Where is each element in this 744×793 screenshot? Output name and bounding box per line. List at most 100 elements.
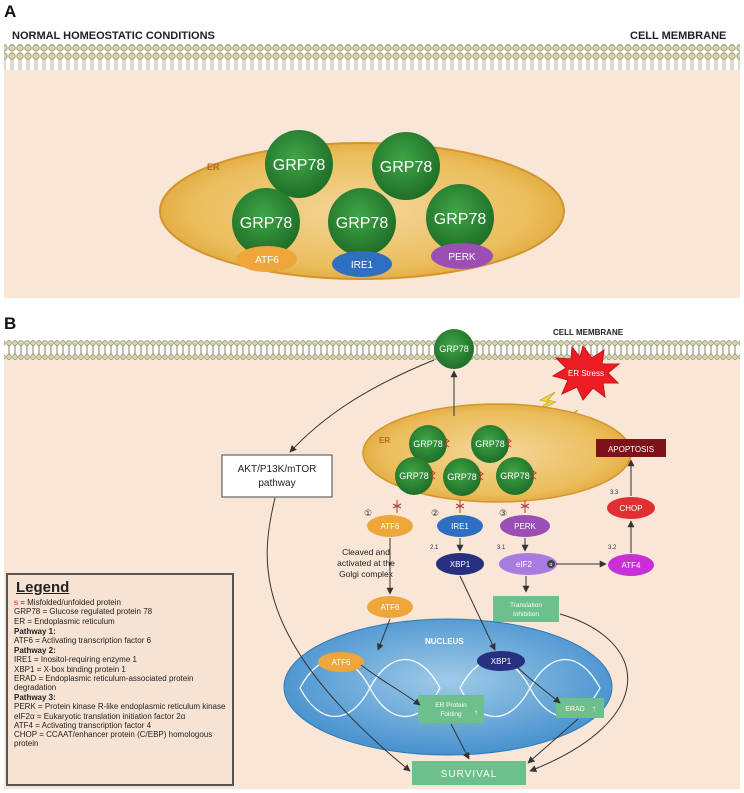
pathway-arrows: [266, 359, 635, 772]
panel-a-title: NORMAL HOMEOSTATIC CONDITIONS: [12, 30, 215, 42]
svg-text:GRP78: GRP78: [439, 344, 469, 354]
panel-b-grp78-4: GRP78: [443, 458, 484, 496]
svg-text:IRE1: IRE1: [451, 522, 469, 531]
legend-atf4: ATF4 = Activating transcription factor 4: [14, 720, 152, 730]
svg-text:ER Stress: ER Stress: [568, 369, 604, 378]
panel-b-cell-membrane: [4, 340, 740, 360]
svg-text:GRP78: GRP78: [380, 159, 433, 176]
legend-eif2: eIF2α = Eukaryotic translation initiatio…: [14, 711, 186, 721]
svg-text:ER Protein: ER Protein: [435, 702, 467, 709]
step-3-label: ③: [499, 508, 507, 518]
svg-text:XBP1: XBP1: [491, 657, 512, 666]
panel-b-grp78-free: GRP78: [434, 329, 474, 369]
step-3-1-label: 3.1: [497, 545, 506, 551]
svg-text:GRP78: GRP78: [447, 472, 477, 482]
step-1-label: ①: [364, 508, 372, 518]
panel-a-grp78-4: GRP78: [328, 188, 396, 256]
nucleus-label: NUCLEUS: [425, 637, 464, 646]
xbp1-nuclear-node: XBP1: [477, 651, 525, 671]
ire1-node: IRE1: [437, 515, 483, 537]
svg-text:GRP78: GRP78: [399, 471, 429, 481]
legend-atf6: ATF6 = Activating transcription factor 6: [14, 636, 152, 646]
legend-pathway-1: Pathway 1:: [14, 626, 56, 636]
atf6-nuclear-node: ATF6: [318, 652, 364, 672]
xbp1-node: XBP1: [436, 553, 484, 575]
phosphate-badge: α: [550, 562, 553, 568]
panel-a-grp78-2: GRP78: [372, 132, 440, 200]
svg-text:Inhibition: Inhibition: [513, 611, 539, 618]
akt-pathway-box: AKT/P13K/mTOR pathway: [221, 454, 333, 498]
legend-perk: PERK = Protein kinase R-like endoplasmic…: [14, 702, 226, 712]
panel-b-grp78-3: GRP78: [395, 457, 436, 495]
svg-text:ATF6: ATF6: [381, 522, 401, 531]
nucleus: [283, 618, 613, 756]
svg-text:GRP78: GRP78: [434, 211, 487, 228]
panel-a-membrane-label: CELL MEMBRANE: [630, 30, 726, 42]
panel-a-grp78-3: GRP78: [232, 188, 300, 256]
svg-text:GRP78: GRP78: [500, 471, 530, 481]
er-protein-folding-box: ER Protein Folding ↑: [418, 695, 484, 723]
panel-a-cell-membrane: [4, 44, 740, 70]
panel-a-perk: PERK: [431, 243, 493, 269]
legend-title: Legend: [16, 579, 70, 596]
legend-er: ER = Endoplasmic reticulum: [14, 616, 115, 626]
svg-text:pathway: pathway: [258, 478, 295, 489]
panel-a-ire1: IRE1: [332, 251, 392, 277]
svg-text:IRE1: IRE1: [351, 260, 374, 271]
misfolded-protein-icon: ᵴ: [14, 598, 18, 608]
legend-grp78: GRP78 = Glucose regulated protein 78: [14, 607, 153, 617]
atf6-node: ATF6: [367, 515, 413, 537]
svg-text:Translation: Translation: [510, 602, 542, 609]
up-arrow-icon: ↑: [592, 704, 596, 713]
dissociation-marks: [392, 500, 530, 513]
panel-a-grp78-5: GRP78: [426, 184, 494, 252]
legend-erad: ERAD = Endoplasmic reticulum-associated …: [14, 673, 194, 693]
step-2-label: ②: [431, 508, 439, 518]
legend-pathway-3: Pathway 3:: [14, 693, 56, 703]
svg-text:GRP78: GRP78: [273, 157, 326, 174]
eif2-node: eIF2 α: [499, 553, 557, 575]
svg-text:ERAD: ERAD: [565, 706, 584, 713]
panel-b-grp78-5: GRP78: [496, 457, 537, 495]
svg-text:eIF2: eIF2: [516, 560, 533, 569]
svg-text:GRP78: GRP78: [336, 215, 389, 232]
legend-pathway-2: Pathway 2:: [14, 646, 56, 656]
cleaved-text-3: Golgi complex: [339, 569, 394, 579]
legend-box: Legend ᵴ = Misfolded/unfolded protein GR…: [6, 573, 234, 786]
panel-b-grp78-2: GRP78: [471, 425, 512, 463]
apoptosis-box: APOPTOSIS: [596, 439, 666, 457]
panel-b-label: B: [4, 314, 16, 333]
step-3-3-label: 3.3: [610, 490, 619, 496]
svg-text:ATF6: ATF6: [255, 255, 279, 266]
svg-text:Folding: Folding: [440, 711, 462, 718]
svg-text:CHOP: CHOP: [619, 504, 642, 513]
svg-text:SURVIVAL: SURVIVAL: [441, 769, 498, 780]
panel-a-er-label: ER: [207, 162, 220, 172]
erad-box: ERAD ↑: [556, 698, 604, 718]
svg-text:ATF6: ATF6: [332, 658, 352, 667]
atf6-cleaved-node: ATF6: [367, 596, 413, 618]
legend-xbp1: XBP1 = X-box binding protein 1: [14, 664, 126, 674]
survival-box: SURVIVAL: [412, 761, 526, 785]
svg-text:GRP78: GRP78: [475, 439, 505, 449]
chop-node: CHOP: [607, 497, 655, 519]
up-arrow-icon: ↑: [474, 708, 478, 717]
svg-text:GRP78: GRP78: [413, 439, 443, 449]
svg-text:AKT/P13K/mTOR: AKT/P13K/mTOR: [238, 464, 317, 475]
cleaved-text-2: activated at the: [337, 558, 395, 568]
perk-node: PERK: [500, 515, 550, 537]
svg-text:PERK: PERK: [448, 252, 476, 263]
panel-a-grp78-1: GRP78: [265, 130, 333, 198]
cleaved-text-1: Cleaved and: [342, 547, 390, 557]
atf4-node: ATF4: [608, 554, 654, 576]
svg-text:GRP78: GRP78: [240, 215, 293, 232]
svg-text:ATF4: ATF4: [622, 561, 642, 570]
legend-chop: CHOP = CCAAT/enhancer protein (C/EBP) ho…: [14, 730, 213, 749]
panel-a-atf6: ATF6: [237, 246, 297, 272]
svg-text:XBP1: XBP1: [450, 560, 471, 569]
legend-misfolded: ᵴ = Misfolded/unfolded protein: [14, 598, 121, 608]
panel-b-membrane-label: CELL MEMBRANE: [553, 328, 624, 337]
svg-text:APOPTOSIS: APOPTOSIS: [608, 445, 654, 454]
legend-ire1: IRE1 = Inositol-requiring enzyme 1: [14, 655, 137, 665]
svg-text:PERK: PERK: [514, 522, 536, 531]
